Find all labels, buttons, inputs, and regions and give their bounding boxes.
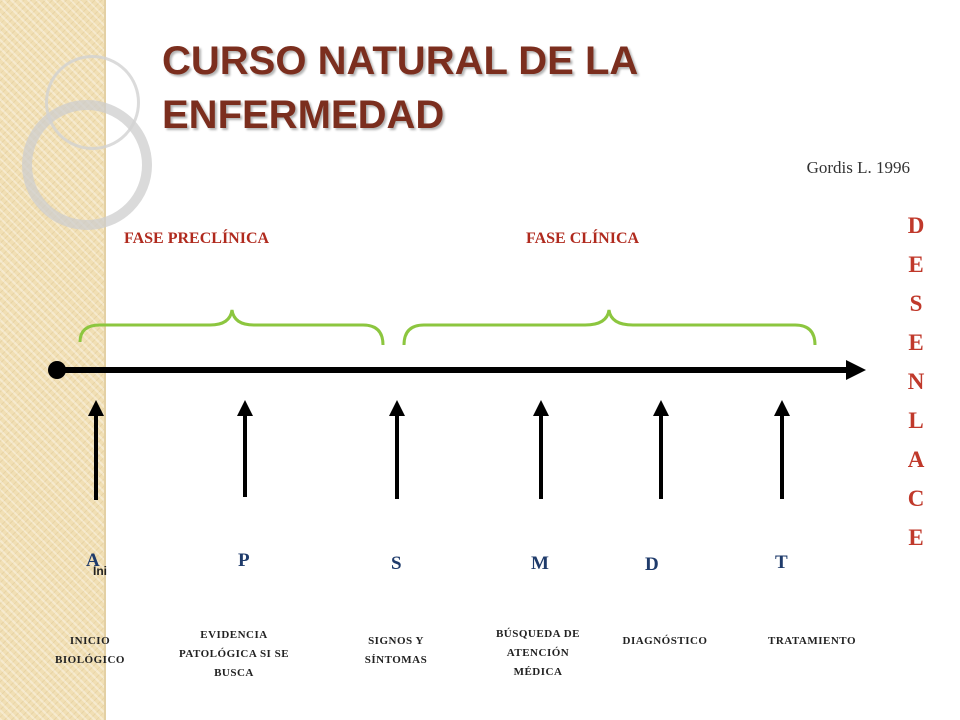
outcome-letter: E [908,525,924,550]
event-letter-s: S [391,553,402,574]
caption-busqueda-atencion: BÚSQUEDA DE ATENCIÓN MÉDICA [495,628,581,678]
clinical-phase-label: FASE CLÍNICA [526,230,640,247]
caption-diagnostico: DIAGNÓSTICO [622,635,708,647]
event-arrow [533,400,549,499]
outcome-letter: C [907,486,925,511]
source-citation: Gordis L. 1996 [806,158,910,177]
outcome-letter: N [907,369,925,394]
outcome-letter: A [907,447,925,472]
band-edge [104,0,106,720]
event-letter-t: T [775,552,788,573]
preclinical-phase-label: FASE PRECLÍNICA [124,230,270,247]
event-arrow [774,400,790,499]
timeline-arrowhead [846,360,866,380]
caption-signos-sintomas: SIGNOS Y SÍNTOMAS [364,635,428,666]
clinical-brace [402,309,817,346]
outcome-letter: E [908,330,924,355]
slide-title: CURSO NATURAL DE LA ENFERMEDAD [162,39,637,137]
outcome-letter: L [908,408,924,433]
event-letter-a: A [86,550,100,571]
event-letter-m: M [531,553,549,574]
event-arrow [237,400,253,497]
caption-inicio-biologico: INICIO BIOLÓGICO [55,635,125,666]
event-letter-p: P [238,550,250,571]
event-subscript-ini: Ini [93,564,107,578]
outcome-letter: S [909,291,923,316]
outcome-vertical-label: D E S E N L A C E [898,206,934,557]
event-arrow [88,400,104,500]
preclinical-brace [78,309,385,346]
event-arrow [389,400,405,499]
outcome-letter: E [908,252,924,277]
event-letter-d: D [645,554,659,575]
outcome-letter: D [907,213,925,238]
decorative-ring-small [45,55,140,150]
caption-evidencia-patologica: EVIDENCIA PATOLÓGICA SI SE BUSCA [178,629,290,679]
caption-tratamiento: TRATAMIENTO [767,635,856,647]
event-arrow [653,400,669,499]
